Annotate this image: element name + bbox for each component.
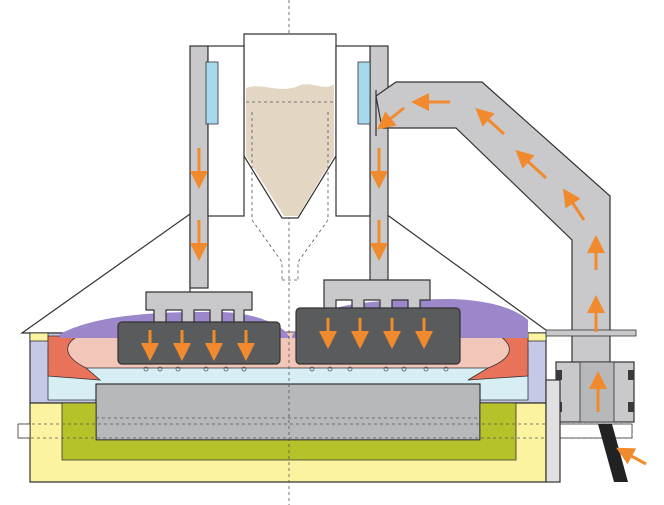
left-duct-window (205, 61, 219, 125)
gas-bubbles (143, 366, 449, 372)
collector-bar-end-left (17, 423, 31, 439)
flow-arrow-icon (475, 107, 506, 136)
intake-chute (598, 424, 628, 482)
flow-arrow-icon (616, 447, 647, 466)
fume-box-port-3 (628, 370, 634, 380)
fume-box-base (545, 379, 561, 483)
side-rod (545, 329, 637, 337)
anode-block-right (295, 307, 461, 365)
hopper-alumina-fill (246, 84, 334, 216)
shell-cap-left (29, 332, 49, 342)
anode-block-left (117, 321, 281, 365)
right-duct-window (357, 61, 371, 125)
hopper-inner-dash (251, 112, 329, 281)
cathode-block (95, 383, 481, 441)
shell-cap-right (527, 332, 547, 342)
flow-arrow-icon (563, 188, 586, 221)
flow-arrow-icon (515, 149, 548, 180)
insulation-layer (61, 402, 517, 461)
fume-box-port-4 (628, 402, 634, 412)
flow-arrow-icon (376, 106, 405, 130)
flow-arrows (141, 93, 647, 466)
fume-box-port-1 (556, 370, 562, 380)
